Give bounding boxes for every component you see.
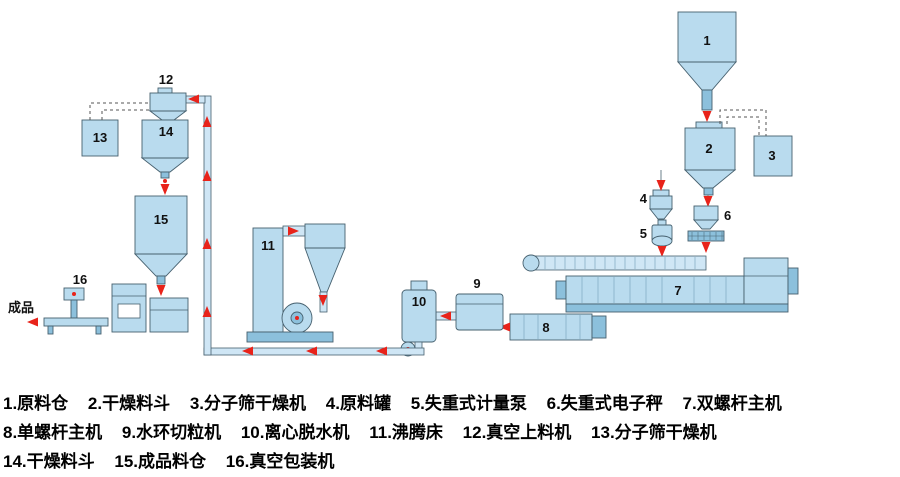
process-flow-diagram: 1 2 3 4 xyxy=(8,11,799,357)
equipment-10-label: 10 xyxy=(412,294,426,309)
legend-item-11: 11.沸腾床 xyxy=(369,423,443,442)
equipment-7-label: 7 xyxy=(674,283,681,298)
legend-item-3: 3.分子筛干燥机 xyxy=(189,394,307,413)
vacuum-line-dashed xyxy=(89,102,150,120)
legend-item-1: 1.原料仓 xyxy=(3,394,69,413)
equipment-12-label: 12 xyxy=(159,72,173,87)
legend-item-13: 13.分子筛干燥机 xyxy=(591,423,717,442)
legend: 1.原料仓 2.干燥料斗 3.分子筛干燥机 4.原料罐 5.失重式计量泵 6.失… xyxy=(3,389,897,476)
equipment-1-label: 1 xyxy=(703,33,710,48)
equipment-vacuum-packaging-machine: 16 xyxy=(43,272,109,335)
equipment-14-label: 14 xyxy=(159,124,174,139)
legend-item-8: 8.单螺杆主机 xyxy=(3,423,103,442)
equipment-single-screw-extruder: 8 xyxy=(509,313,607,341)
equipment-drying-hopper-left: 14 xyxy=(140,119,190,183)
legend-item-9: 9.水环切粒机 xyxy=(121,423,222,442)
equipment-6-label: 6 xyxy=(724,208,731,223)
equipment-fluidized-bed: 11 xyxy=(246,223,346,343)
legend-item-6: 6.失重式电子秤 xyxy=(546,394,663,413)
equipment-4-label: 4 xyxy=(640,191,648,206)
legend-row-1: 1.原料仓 2.干燥料斗 3.分子筛干燥机 4.原料罐 5.失重式计量泵 6.失… xyxy=(3,389,897,418)
equipment-twin-screw-extruder: 7 xyxy=(522,254,799,313)
flow-arrow xyxy=(156,285,166,296)
equipment-3-label: 3 xyxy=(768,148,775,163)
vacuum-line-dashed xyxy=(719,109,767,136)
legend-item-7: 7.双螺杆主机 xyxy=(682,394,782,413)
legend-item-15: 15.成品料仓 xyxy=(114,452,207,471)
legend-item-5: 5.失重式计量泵 xyxy=(410,394,527,413)
equipment-11-label: 11 xyxy=(261,238,275,253)
packing-station-cabinet-b xyxy=(149,297,189,333)
equipment-9-label: 9 xyxy=(473,276,480,291)
equipment-loss-in-weight-metering-pump: 5 xyxy=(640,219,673,247)
legend-item-16: 16.真空包装机 xyxy=(225,452,335,471)
flow-arrow xyxy=(702,111,712,122)
equipment-loss-in-weight-electronic-scale: 6 xyxy=(687,205,731,242)
flow-arrow xyxy=(27,317,38,327)
flow-arrow xyxy=(656,180,666,191)
flow-arrow xyxy=(703,196,713,207)
equipment-5-label: 5 xyxy=(640,226,647,241)
packing-station-cabinet-a xyxy=(111,283,147,333)
legend-row-3: 14.干燥料斗 15.成品料仓 16.真空包装机 xyxy=(3,447,897,476)
equipment-vacuum-feeder: 12 xyxy=(148,72,188,121)
finished-product-label: 成品 xyxy=(8,300,34,315)
equipment-15-label: 15 xyxy=(154,212,168,227)
vacuum-line-dashed xyxy=(101,109,150,120)
equipment-molecular-sieve-dryer-right: 3 xyxy=(753,135,793,177)
equipment-centrifugal-dehydrator: 10 xyxy=(400,280,437,357)
equipment-raw-material-tank: 4 xyxy=(640,170,673,220)
equipment-8-label: 8 xyxy=(542,320,549,335)
flow-arrow xyxy=(657,246,667,257)
legend-row-2: 8.单螺杆主机 9.水环切粒机 10.离心脱水机 11.沸腾床 12.真空上料机… xyxy=(3,418,897,447)
vacuum-line-dashed xyxy=(726,116,760,136)
pipe-vertical-vacuum xyxy=(203,95,212,356)
equipment-molecular-sieve-dryer-left: 13 xyxy=(81,119,119,157)
flow-arrow xyxy=(701,242,711,253)
legend-item-12: 12.真空上料机 xyxy=(462,423,572,442)
equipment-drying-hopper-right: 2 xyxy=(683,121,737,201)
legend-item-14: 14.干燥料斗 xyxy=(3,452,95,471)
legend-item-10: 10.离心脱水机 xyxy=(240,423,350,442)
equipment-water-ring-pelletizer: 9 xyxy=(455,276,504,331)
legend-item-2: 2.干燥料斗 xyxy=(87,394,171,413)
equipment-16-label: 16 xyxy=(73,272,87,287)
equipment-raw-material-silo: 1 xyxy=(677,11,737,111)
legend-item-4: 4.原料罐 xyxy=(325,394,391,413)
equipment-finished-product-silo: 15 xyxy=(133,195,189,285)
flow-arrow xyxy=(160,184,170,195)
equipment-2-label: 2 xyxy=(705,141,712,156)
equipment-13-label: 13 xyxy=(93,130,107,145)
